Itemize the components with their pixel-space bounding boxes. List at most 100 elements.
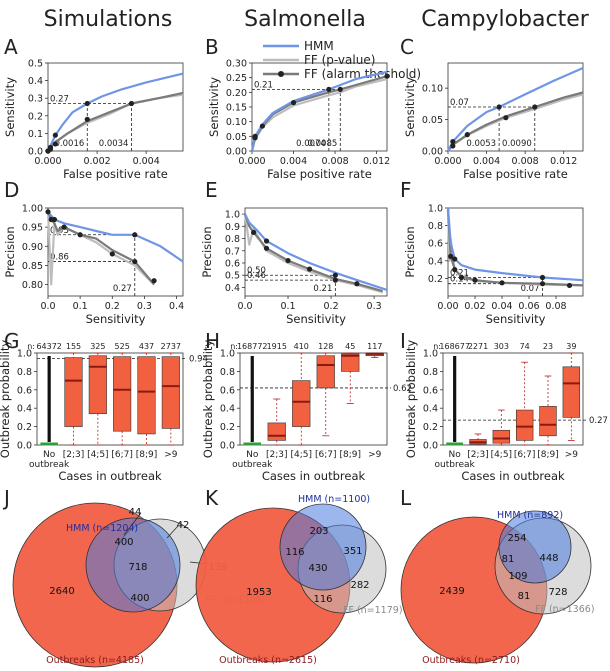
y-tick-label: 0.00: [226, 147, 247, 158]
panel-letter: F: [400, 178, 412, 202]
y-tick-label: 0.4: [423, 404, 438, 415]
y-tick-label: 0.30: [226, 59, 247, 70]
outlier-strip: [47, 356, 51, 442]
point-marker-ff_alarm: [52, 141, 58, 147]
plot-frame: [244, 207, 388, 297]
x-axis-label: False positive rate: [63, 167, 168, 181]
x-tick-label: 0.008: [512, 156, 539, 167]
point-marker-ff_alarm: [499, 280, 505, 286]
x-tick-label: 0.0: [40, 301, 55, 312]
guide-label: 0.0090: [502, 139, 532, 149]
panel-letter: E: [205, 178, 218, 202]
category-label: [2;3]: [467, 450, 489, 460]
point-marker-ff_alarm: [48, 216, 54, 223]
panel-letter: B: [205, 35, 219, 59]
n-count: 64372: [36, 342, 61, 351]
y-tick-label: 0.3: [28, 94, 43, 105]
n-count: 325: [90, 342, 105, 351]
series-line-hmm: [446, 207, 584, 282]
y-tick-label: 0.90: [22, 242, 43, 253]
point-marker-hmm: [326, 86, 332, 92]
y-tick-label: 0.00: [422, 147, 443, 158]
category-label: [6;7]: [111, 450, 133, 460]
point-marker-ff_alarm: [532, 104, 538, 110]
y-tick-label: 0.8: [423, 367, 438, 378]
n-count: 74: [520, 342, 530, 351]
venn-count-ff-outbreaks: 81: [518, 591, 531, 602]
category-label: [8;9]: [339, 450, 361, 460]
panel-letter: I: [400, 329, 406, 353]
point-marker-hmm: [84, 100, 90, 107]
y-tick-label: 0.95: [22, 223, 43, 234]
guide-label: 0.0074: [296, 139, 326, 149]
x-axis-label: Cases in outbreak: [58, 469, 162, 483]
x-axis-label: Sensitivity: [486, 312, 546, 326]
category-label: No: [246, 450, 259, 460]
category-label: >9: [565, 450, 579, 460]
x-tick-label: 0.1: [73, 301, 88, 312]
guide-label: 0.21: [313, 284, 332, 294]
venn-count-hmm-ff: 42: [177, 520, 190, 531]
box: [562, 366, 581, 418]
category-label: [4;5]: [491, 450, 513, 460]
y-tick-label: 1.0: [428, 204, 443, 215]
y-tick-label: 0.6: [17, 385, 32, 396]
category-label: [6;7]: [315, 450, 337, 460]
x-axis-label: Sensitivity: [86, 312, 146, 326]
y-tick-label: 0.4: [17, 404, 32, 415]
point-marker-hmm: [332, 272, 338, 278]
guide-label: 0.0053: [466, 139, 496, 149]
venn-count-hmm-ff: 448: [539, 553, 558, 564]
x-tick-label: 0.012: [550, 156, 577, 167]
y-tick-label: 0.25: [226, 73, 247, 84]
point-marker-ff_alarm: [252, 135, 258, 141]
y-tick-label: 0.9: [225, 222, 240, 233]
venn-count-hmm-outbreaks: 116: [285, 547, 304, 558]
n-count: 155: [66, 342, 81, 351]
n-prefix: n:: [27, 342, 35, 351]
x-tick-label: 0.004: [473, 156, 500, 167]
box: [292, 380, 311, 427]
legend-ff-alarm-marker: [278, 71, 284, 77]
point-marker-ff_alarm: [384, 73, 390, 79]
box: [539, 406, 557, 437]
plot-frame: [36, 352, 184, 446]
point-marker-ff_alarm: [128, 100, 135, 107]
guide-label: 0.07: [450, 98, 469, 108]
series-line-hmm: [244, 213, 388, 291]
guide-label: 0.0016: [55, 139, 85, 149]
box-no-outbreak: [446, 442, 464, 446]
n-count: 168677: [439, 342, 470, 351]
venn-count-outbreaks-only: 2439: [439, 586, 464, 597]
column-title-salmonella: Salmonella: [244, 7, 366, 32]
venn-circle-hmm: [498, 510, 572, 584]
point-marker-ff_alarm: [109, 251, 115, 257]
point-marker-hmm: [263, 238, 270, 244]
venn-set-label-outbreaks: Outbreaks (n=2710): [422, 655, 520, 666]
outlier-strip: [250, 356, 254, 442]
x-tick-label: 0.1: [280, 301, 295, 312]
x-axis-label: False positive rate: [267, 167, 372, 181]
point-marker-ff_alarm: [61, 224, 67, 230]
y-tick-label: 0.10: [422, 84, 443, 95]
panel-letter: C: [400, 35, 414, 59]
point-marker-hmm: [52, 132, 58, 138]
panel-letter: H: [205, 329, 220, 353]
y-axis-label: Sensitivity: [3, 77, 17, 137]
point-marker-ff_alarm: [151, 278, 157, 284]
panel-J: 26404007184004442139Outbreaks (n=4185)HM…: [2, 486, 266, 668]
leader-line: [166, 525, 179, 539]
box: [492, 429, 511, 444]
y-tick-label: 0.6: [428, 239, 443, 250]
x-tick-label: 0.4: [169, 301, 184, 312]
n-count: 117: [367, 342, 382, 351]
guide-label: 0.14: [450, 275, 469, 285]
panel-letter: D: [4, 178, 19, 202]
point-marker-ff_alarm: [290, 100, 297, 106]
point-marker-ff_alarm: [84, 116, 90, 122]
